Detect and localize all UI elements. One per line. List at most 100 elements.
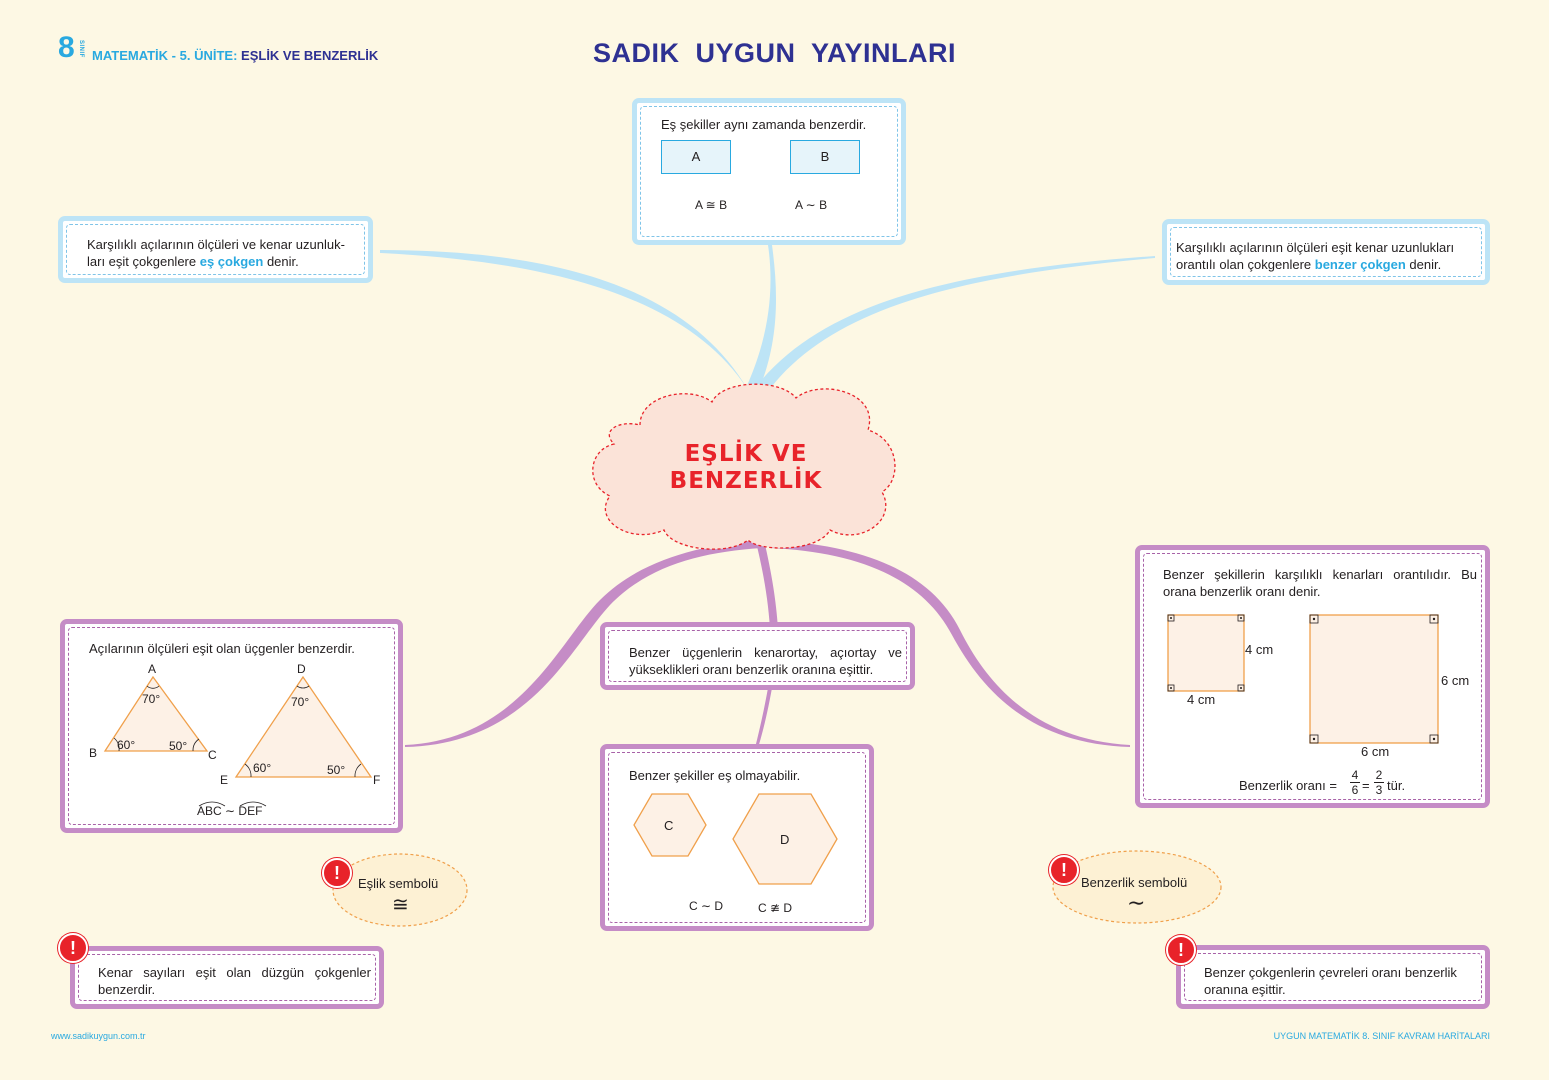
hexagons-text: Benzer şekiller eş olmayabilir.: [629, 768, 801, 783]
relation-text: DEF: [238, 804, 263, 818]
term-congruent-polygon: eş çokgen: [199, 254, 264, 269]
similarity-symbol-label: Benzerlik sembolü: [1081, 875, 1188, 890]
triangles-text: Açılarının ölçüleri eşit olan üçgenler b…: [89, 641, 355, 656]
angle-arc: [192, 738, 200, 752]
term-similar-polygon: benzer çokgen: [1314, 257, 1406, 272]
box-dashed-border: [66, 224, 365, 275]
def-text: ları eşit çokgenlere: [87, 254, 200, 269]
angle-c: 50°: [169, 739, 188, 753]
similarity-cloud: [1052, 850, 1222, 924]
angle-arc: [244, 763, 252, 778]
ratio-formula-label: Benzerlik oranı =: [1239, 778, 1337, 793]
warning-icon: !: [1166, 935, 1196, 965]
publisher-name: SADIK UYGUN YAYINLARI: [592, 38, 957, 68]
warning-icon: !: [322, 858, 352, 888]
box-dashed-border: [1170, 227, 1482, 277]
top-box: Eş şekiller aynı zamanda benzerdir. A B …: [632, 98, 906, 245]
hexagon-c-label: C: [664, 818, 674, 833]
regular-polygon-note: Kenar sayıları eşit olan düzgün çokgenle…: [70, 946, 384, 1009]
perimeter-ratio-note: Benzer çokgenlerin çevreleri oranı benze…: [1176, 945, 1490, 1009]
angle-f: 50°: [327, 763, 346, 777]
similarity-ratio-box: Benzer şekillerin karşılıklı kenarları o…: [1135, 545, 1490, 808]
fraction-numerator: 4: [1351, 768, 1359, 782]
rect-a: A: [661, 140, 731, 174]
vertex-a: A: [148, 662, 157, 676]
triangle-relation: ABC ∼ DEF: [197, 801, 267, 820]
warning-icon: !: [1049, 855, 1079, 885]
congruent-polygon-definition: Karşılıklı açılarının ölçüleri ve kenar …: [58, 216, 373, 283]
hexagons-figure: [633, 793, 838, 885]
course-label: MATEMATİK - 5. ÜNİTE:: [92, 48, 238, 63]
similarity-symbol: ∼: [1127, 890, 1146, 915]
large-square: [1309, 614, 1439, 744]
angle-arc: [146, 685, 160, 689]
unit-title: EŞLİK VE BENZERLİK: [241, 48, 379, 63]
hexagons-box: Benzer şekiller eş olmayabilir. C D C ∼ …: [600, 744, 874, 931]
def-text: orantılı olan çokgenlere: [1176, 257, 1315, 272]
note-line2: oranına eşittir.: [1204, 982, 1286, 997]
similar-relation: A ∼ B: [795, 198, 828, 212]
triangle-abc: [103, 675, 209, 752]
triangle-def-label: DEF: [238, 801, 267, 818]
def-line2: ları eşit çokgenlere eş çokgen denir.: [87, 253, 299, 270]
note-line2: benzerdir.: [98, 982, 156, 997]
relation-text: ABC: [197, 804, 222, 818]
right-angle-dots: [1170, 617, 1436, 741]
small-square-side: 4 cm: [1245, 642, 1274, 657]
box-dashed-border: [608, 630, 907, 682]
congruence-cloud: [332, 853, 468, 927]
triangle-def: [234, 675, 373, 778]
congruence-symbol-label: Eşlik sembolü: [358, 876, 439, 891]
def-line1: Karşılıklı açılarının ölçüleri eşit kena…: [1176, 240, 1455, 255]
def-line2: orantılı olan çokgenlere benzer çokgen d…: [1176, 256, 1441, 273]
large-square-side: 6 cm: [1441, 673, 1470, 688]
angle-d: 70°: [291, 695, 310, 709]
arc-hat: [240, 801, 267, 807]
hexagon-similar: C ∼ D: [689, 899, 724, 913]
connector-top-box: [744, 245, 777, 392]
median-line1: Benzer üçgenlerin kenarortay, açıortay v…: [629, 645, 902, 660]
warning-icon: !: [58, 933, 88, 963]
def-line1: Karşılıklı açılarının ölçüleri ve kenar …: [87, 237, 345, 252]
connector-hex: [755, 688, 772, 748]
congruent-relation: A ≅ B: [695, 198, 728, 212]
connector-left-def: [380, 250, 748, 390]
triangles-box: Açılarının ölçüleri eşit olan üçgenler b…: [60, 619, 403, 833]
hexagon-c: [633, 793, 707, 857]
median-ratio-box: Benzer üçgenlerin kenarortay, açıortay v…: [600, 622, 915, 690]
equals-sign: =: [1362, 778, 1370, 793]
angle-arc: [296, 685, 310, 689]
box-dashed-border: [1143, 553, 1482, 800]
def-text: denir.: [1405, 257, 1442, 272]
hexagon-d: [732, 793, 838, 885]
box-dashed-border: [640, 106, 898, 237]
note-line1: Kenar sayıları eşit olan düzgün çokgenle…: [98, 965, 371, 980]
relation-symbol: ∼: [221, 804, 239, 818]
publisher-title: SADIK UYGUN YAYINLARI: [0, 38, 1549, 69]
grade-suffix: SINIF: [78, 40, 84, 58]
triangle-abc-label: ABC: [197, 801, 226, 818]
center-title-line1: EŞLİK VE: [684, 441, 808, 467]
website-link[interactable]: www.sadikuygun.com.tr: [51, 1031, 146, 1041]
note-line1: Benzer çokgenlerin çevreleri oranı benze…: [1204, 965, 1457, 980]
grade-number: 8: [58, 31, 75, 64]
right-angle-marks: [1167, 614, 1439, 744]
small-square: [1167, 614, 1245, 692]
angle-b: 60°: [117, 738, 136, 752]
fraction-denominator: 3: [1374, 782, 1384, 797]
series-title: UYGUN MATEMATİK 8. SINIF KAVRAM HARİTALA…: [1273, 1031, 1490, 1041]
center-cloud: [592, 383, 896, 550]
fraction-numerator: 2: [1375, 768, 1383, 782]
box-dashed-border: [1184, 953, 1482, 1001]
vertex-d: D: [297, 662, 306, 676]
box-dashed-border: [608, 752, 866, 923]
connector-right-def: [752, 256, 1155, 394]
small-square-base: 4 cm: [1187, 692, 1216, 707]
similar-polygon-definition: Karşılıklı açılarının ölçüleri eşit kena…: [1162, 219, 1490, 285]
large-square-base: 6 cm: [1361, 744, 1390, 759]
connector-median: [756, 540, 778, 628]
vertex-e: E: [220, 773, 229, 787]
